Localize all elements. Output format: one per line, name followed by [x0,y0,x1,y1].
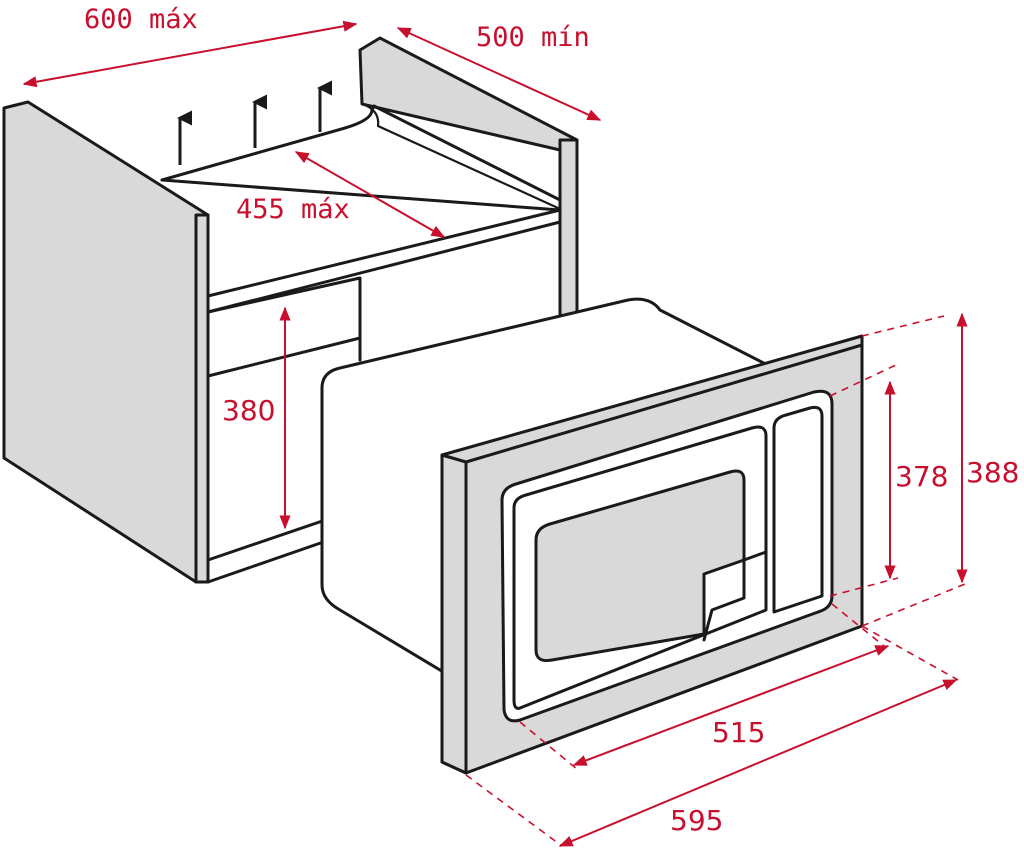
dim-378-label: 378 [895,460,948,493]
dim-388-ext-bottom [861,581,971,627]
cabinet-left-panel [2,100,210,584]
dim-595-label: 595 [670,804,723,837]
dim-388-ext-top [861,315,945,337]
dim-595-ext-right [861,625,959,681]
dim-600-label: 600 máx [84,4,198,35]
cabinet-left-panel-edge [194,213,210,584]
dim-600-line [22,20,358,88]
dim-455-label: 455 máx [236,194,350,225]
dim-515-ext-right [831,603,885,647]
dim-595-ext-left [465,774,563,847]
microwave-door-handle [702,550,768,642]
microwave-window [534,469,746,662]
dim-380-label: 380 [222,394,275,427]
ventilation-arrows [177,80,332,165]
dim-595-line [558,679,958,847]
microwave [320,297,864,775]
cabinet-back-top-curve [360,102,560,210]
dim-388-label: 388 [966,456,1019,489]
dim-378-ext-bottom [829,577,899,597]
dim-500-line [396,27,602,121]
cabinet-lower-back [206,276,362,362]
dim-455-line [294,151,446,238]
cabinet-shelf [206,208,562,314]
microwave-trim-side [440,453,468,775]
dimension-lines [22,20,971,847]
microwave-trim-edge [464,343,864,464]
cabinet-shelf-back [160,178,562,212]
dim-515-label: 515 [712,716,765,749]
microwave-control-panel [772,405,824,614]
dim-500-label: 500 mín [476,22,590,53]
dimension-labels: 600 máx 500 mín 455 máx 380 378 388 515 … [84,4,1019,837]
cabinet [2,36,579,584]
